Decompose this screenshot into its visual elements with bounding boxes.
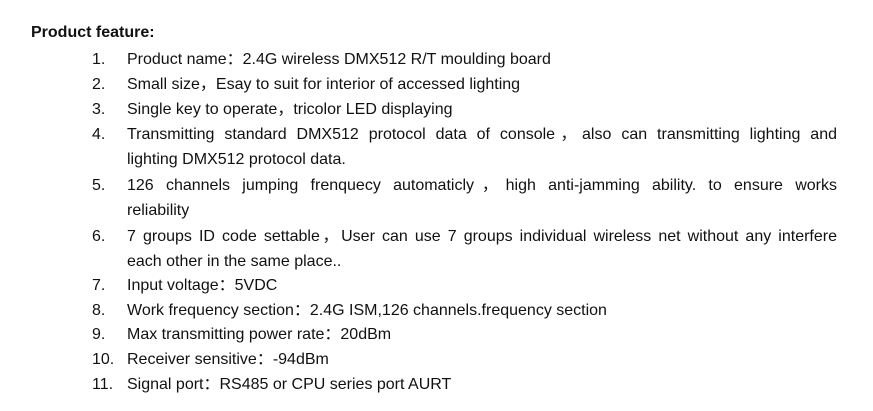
item-text: Max transmitting power rate：20dBm	[127, 326, 392, 343]
item-text: Small size，Esay to suit for interior of …	[127, 76, 521, 93]
item-number: 5.	[92, 177, 106, 194]
item-text-continuation: reliability	[127, 202, 190, 219]
item-number: 1.	[92, 51, 106, 68]
item-text: 7 groups ID code settable，User can use 7…	[127, 228, 837, 245]
item-text: 126 channels jumping frenquecy automatic…	[127, 177, 837, 194]
item-number: 6.	[92, 228, 106, 245]
item-text: Input voltage：5VDC	[127, 277, 278, 294]
item-number: 4.	[92, 126, 106, 143]
item-number: 10.	[92, 351, 115, 368]
item-number: 11.	[92, 376, 114, 393]
item-text: Signal port：RS485 or CPU series port AUR…	[127, 376, 452, 393]
item-text: Product name：2.4G wireless DMX512 R/T mo…	[127, 51, 551, 68]
section-heading: Product feature:	[31, 24, 155, 41]
item-number: 8.	[92, 302, 106, 319]
item-text: Single key to operate，tricolor LED displ…	[127, 101, 453, 118]
item-number: 3.	[92, 101, 106, 118]
item-number: 9.	[92, 326, 106, 343]
item-text-continuation: lighting DMX512 protocol data.	[127, 151, 346, 168]
item-number: 2.	[92, 76, 106, 93]
item-text: Work frequency section：2.4G ISM,126 chan…	[127, 302, 607, 319]
item-number: 7.	[92, 277, 106, 294]
item-text: Receiver sensitive：-94dBm	[127, 351, 329, 368]
item-text-continuation: each other in the same place..	[127, 253, 342, 270]
item-text: Transmitting standard DMX512 protocol da…	[127, 126, 837, 143]
